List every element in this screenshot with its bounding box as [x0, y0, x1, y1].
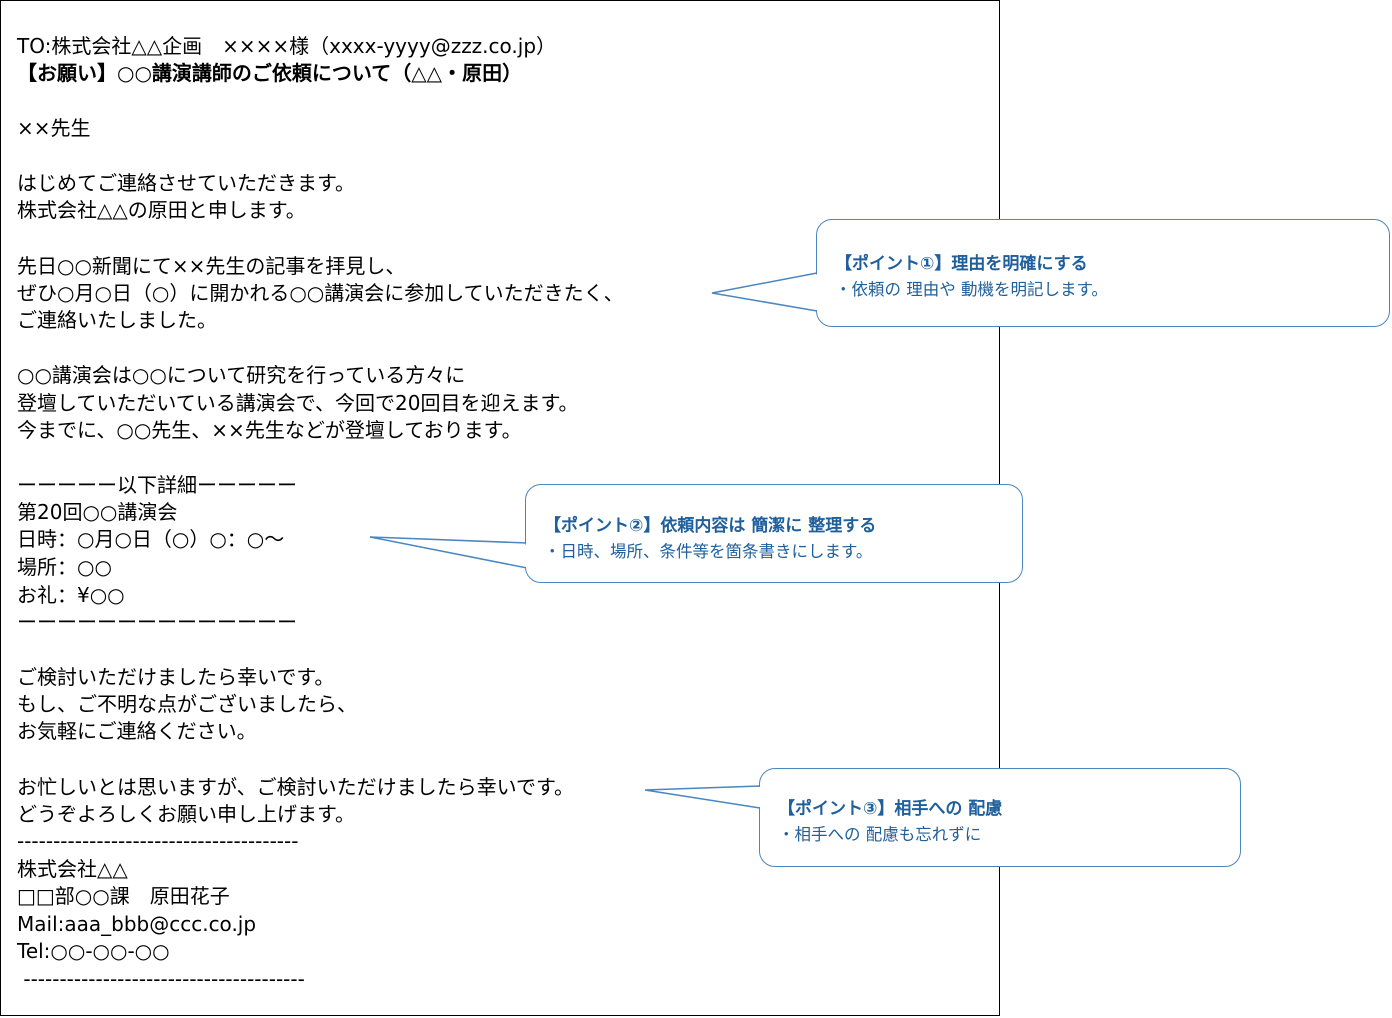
background-line: 今までに、○○先生、××先生などが登壇しております。 — [17, 418, 522, 442]
to-line: TO:株式会社△△企画 ××××様（xxxx-yyyy@zzz.co.jp） — [17, 34, 557, 58]
closing-line: お気軽にご連絡ください。 — [17, 719, 257, 743]
background-line: 登壇していただいている講演会で、今回で20回目を迎えます。 — [17, 391, 579, 415]
signature-tel: Tel:○○-○○-○○ — [17, 939, 170, 963]
salutation: ××先生 — [17, 116, 91, 140]
details-place: 場所：○○ — [17, 555, 112, 579]
callout-title: 【ポイント①】理由を明確にする — [835, 254, 1088, 274]
closing-line: もし、ご不明な点がございましたら、 — [17, 692, 357, 716]
callout-title: 【ポイント②】依頼内容は 簡潔に 整理する — [544, 516, 877, 536]
callout-point-1: 【ポイント①】理由を明確にする ・依頼の 理由や 動機を明記します。 — [816, 219, 1390, 327]
callout-body: ・依頼の 理由や 動機を明記します。 — [835, 280, 1108, 299]
signature-mail: Mail:aaa_bbb@ccc.co.jp — [17, 912, 257, 936]
reason-line: ご連絡いたしました。 — [17, 308, 217, 332]
details-datetime: 日時：○月○日（○）○：○～ — [17, 527, 285, 551]
intro-line: 株式会社△△の原田と申します。 — [17, 198, 306, 222]
callout-title: 【ポイント③】相手への 配慮 — [778, 799, 1003, 819]
callout-body: ・日時、場所、条件等を箇条書きにします。 — [544, 542, 873, 561]
signature-company: 株式会社△△ — [17, 857, 128, 881]
intro-line: はじめてご連絡させていただきます。 — [17, 171, 355, 195]
details-event: 第20回○○講演会 — [17, 500, 178, 524]
closing-line: どうぞよろしくお願い申し上げます。 — [17, 802, 355, 826]
details-header: ーーーーー以下詳細ーーーーー — [17, 473, 297, 497]
callout-point-3: 【ポイント③】相手への 配慮 ・相手への 配慮も忘れずに — [759, 768, 1241, 867]
subject-line: 【お願い】○○講演講師のご依頼について（△△・原田） — [17, 61, 523, 85]
closing-line: ご検討いただけましたら幸いです。 — [17, 665, 335, 689]
callout-body: ・相手への 配慮も忘れずに — [778, 825, 982, 844]
mail-frame-top — [0, 0, 1000, 1]
signature-separator: --------------------------------------- — [17, 967, 305, 991]
background-line: ○○講演会は○○について研究を行っている方々に — [17, 363, 466, 387]
callout-point-2: 【ポイント②】依頼内容は 簡潔に 整理する ・日時、場所、条件等を箇条書きにしま… — [525, 484, 1023, 583]
details-fee: お礼：¥○○ — [17, 583, 125, 607]
mail-frame-left — [0, 0, 1, 1016]
closing-line: お忙しいとは思いますが、ご検討いただけましたら幸いです。 — [17, 775, 574, 799]
details-footer: ーーーーーーーーーーーーーー — [17, 610, 297, 634]
signature-name: □□部○○課 原田花子 — [17, 884, 230, 908]
reason-line: 先日○○新聞にて××先生の記事を拝見し、 — [17, 254, 406, 278]
reason-line: ぜひ○月○日（○）に開かれる○○講演会に参加していただきたく、 — [17, 281, 624, 305]
signature-separator: --------------------------------------- — [17, 829, 299, 853]
